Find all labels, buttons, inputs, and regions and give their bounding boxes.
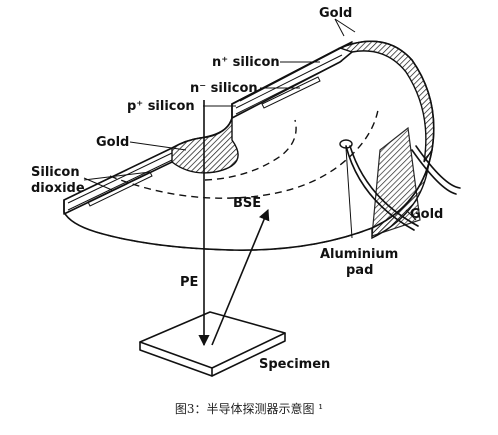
label-aluminium-pad-line2: pad <box>346 263 373 278</box>
label-pe: PE <box>180 275 198 290</box>
specimen-block <box>139 311 286 377</box>
label-silicon-dioxide-line2: dioxide <box>31 181 85 196</box>
label-bse: BSE <box>233 196 261 211</box>
gold-wire <box>411 149 457 195</box>
label-silicon-dioxide-line1: Silicon <box>31 165 80 180</box>
label-gold-top: Gold <box>319 6 352 21</box>
label-aluminium-pad-line1: Aluminium <box>320 247 398 262</box>
leader-lines <box>83 18 417 239</box>
gold-inner-cutout <box>171 117 239 174</box>
label-p-plus-silicon: p⁺ silicon <box>127 99 195 114</box>
label-gold-right: Gold <box>410 207 443 222</box>
detector-body <box>63 40 461 251</box>
label-n-plus-silicon: n⁺ silicon <box>212 55 280 70</box>
pad-wire <box>345 145 415 231</box>
figure-caption: 图3：半导体探测器示意图 ¹ <box>174 402 324 416</box>
label-specimen: Specimen <box>259 357 330 372</box>
bse-beam <box>211 208 270 346</box>
label-gold-left: Gold <box>96 135 129 150</box>
label-n-minus-silicon: n⁻ silicon <box>190 81 258 96</box>
